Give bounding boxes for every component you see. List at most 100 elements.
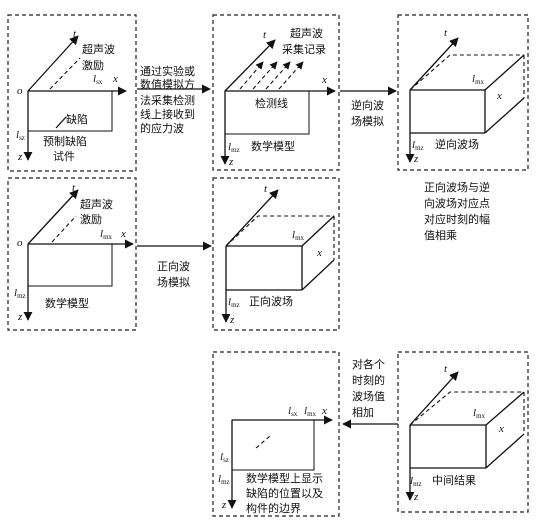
panel-reverse-field: z t lmx x lmz 逆向波场 [397,14,529,171]
forward-text-2: 场模拟 [157,275,190,289]
reverse-field-caption: 逆向波场 [435,137,479,151]
forward-text-1: 正向波 [157,259,190,273]
lmx-label: lmx [292,229,305,242]
record-arrow-1 [239,61,264,90]
panel-reverse-field-frame [397,14,529,171]
z-axis-label: z [228,156,234,168]
z-axis-label: z [17,311,23,323]
note-line-2: 向波场对应点 [424,196,490,210]
final-caption-2: 缺陷的位置以及 [246,486,323,500]
detection-line-label: 检测线 [255,96,288,110]
box-bottom-right-edge [301,259,335,291]
panel-model-recording-frame [212,14,340,171]
x-axis-label: x [321,405,327,417]
origin-label: o [17,237,23,249]
specimen-rect [27,90,113,132]
t-axis-label: t [444,27,448,39]
acquire-text-2: 数值模拟方 [140,77,195,91]
lmz-label: lmz [412,139,424,152]
x-axis-label: x [498,423,504,435]
reverse-text-2: 场模拟 [351,114,384,128]
excite-label-1: 超声波 [80,197,113,211]
t-axis [27,35,79,92]
acquire-text-5: 的应力波 [140,121,184,135]
t-axis [409,371,459,426]
box-top-right-edge [484,54,525,91]
z-axis-label: z [229,314,235,326]
box-bottom-right-edge [484,97,525,134]
excitation-path [51,215,77,243]
t-axis [224,39,276,92]
origin-label: o [17,85,23,97]
final-caption-3: 构件的边界 [246,501,301,515]
lmx-label: lmx [473,407,486,420]
record-arrow-2 [252,61,278,90]
box-top-back [225,215,334,247]
arrow-acquire: 通过实验或 数值模拟方 法采集检测 线上接收到 的应力波 [137,64,211,135]
t-axis-label: t [263,29,267,41]
t-axis [225,189,279,247]
lmz-label: lmz [228,296,240,309]
lsx-label: lsx [93,73,103,86]
panel-intermediate-frame [397,351,529,513]
note-line-1: 正向波场与逆 [424,180,490,194]
model-rect [224,90,310,135]
z-axis-label: z [17,151,23,163]
sum-text-1: 对各个 [352,357,385,371]
panel-specimen-frame [7,14,137,172]
x-axis-label: x [316,247,322,259]
excite-label-2: 激励 [80,212,102,226]
model-rect [27,243,113,287]
excite-label-2: 激励 [82,58,104,72]
lsx-label: lsx [288,405,298,418]
lsz-label: lsz [16,129,25,142]
model-caption: 数学模型 [45,296,89,310]
forward-field-caption: 正向波场 [249,294,293,308]
record-arrow-3 [265,61,291,90]
x-axis-label: x [321,74,327,86]
acquire-text-1: 通过实验或 [140,64,195,78]
specimen-caption-1: 预制缺陷 [43,134,87,148]
note-line-4: 值相乘 [424,229,457,242]
x-axis-label: x [496,90,502,102]
acquire-text-4: 线上接收到 [140,107,195,121]
z-axis-label: z [413,153,419,165]
box-top-right-edge [301,215,335,247]
record-arrow-4 [278,61,304,90]
arrow-sum: 对各个 时刻的 波场值 相加 [342,357,398,429]
sum-text-3: 波场值 [352,389,385,403]
lmz-label: lmz [218,473,230,486]
x-axis-label: x [112,73,118,85]
t-axis [27,189,79,245]
t-axis-label: t [264,183,268,195]
box-bottom-right-edge [485,433,525,469]
acquire-text-3: 法采集检测 [140,93,195,107]
multiply-note: 正向波场与逆 向波场对应点 对应时刻的幅 值相乘 [424,180,490,242]
panel-model-excitation-frame [7,177,137,331]
arrow-forward: 正向波 场模拟 [137,241,212,289]
t-axis-label: t [73,28,77,40]
t-axis-label: t [72,182,76,194]
t-axis-label: t [444,363,448,375]
panel-intermediate: z t lmx x lmz 中间结果 [397,351,529,513]
z-axis-label: z [221,499,227,511]
box-top-back [409,391,524,426]
lmz-label: lmz [228,141,240,154]
panel-model-excitation: o x z t 超声波 激励 lmx lmz 数学模型 [7,177,137,331]
t-axis [409,37,459,91]
panel-forward-field: z t lmx x lmz 正向波场 [212,177,340,331]
panel-final-result: x z lsx lmx lsz lmz 数学模型上显示 缺陷的位置以及 构件的边… [212,351,340,517]
excite-label-1: 超声波 [82,42,115,56]
lsz-label: lsz [220,451,229,464]
excitation-path [49,57,81,90]
lmz-label: lmz [410,475,422,488]
box-top-back [409,54,524,91]
record-label-2: 采集记录 [282,42,326,56]
intermediate-caption: 中间结果 [432,474,476,487]
note-line-3: 对应时刻的幅 [424,212,490,226]
panel-final-result-frame [212,351,340,517]
x-axis-label: x [120,228,126,240]
lmx-label: lmx [304,405,317,418]
specimen-caption-2: 试件 [53,150,75,163]
